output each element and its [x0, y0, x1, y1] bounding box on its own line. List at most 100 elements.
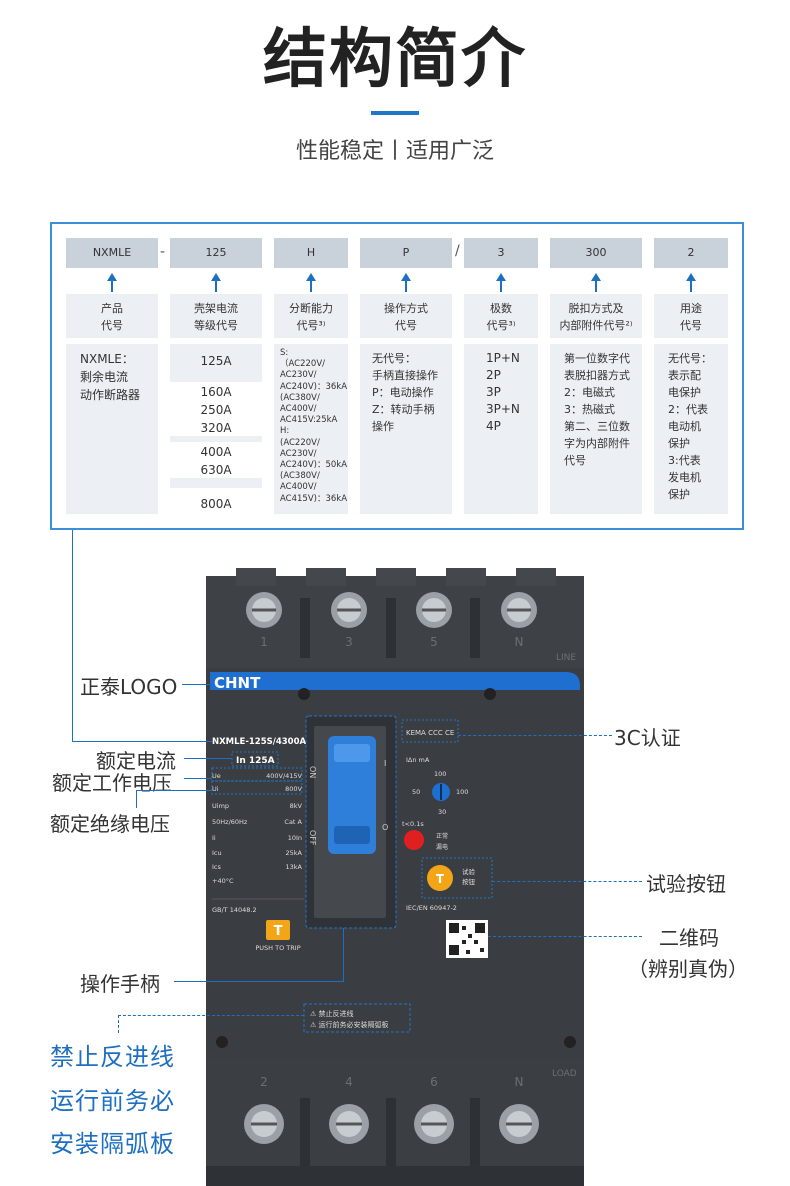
desc-line: AC415V:25kA — [280, 415, 338, 426]
brand-strip — [210, 672, 580, 690]
connector-line-dashed — [118, 1015, 119, 1033]
desc-line: AC240V)：36kA — [280, 381, 348, 392]
desc-line: AC400V/ — [280, 404, 317, 415]
desc-line: 剩余电流 — [80, 370, 129, 384]
warning-label-box — [303, 1003, 411, 1033]
svg-text:+40°C: +40°C — [212, 877, 234, 885]
code-box-1: NXMLE — [66, 238, 158, 268]
svg-text:50Hz/60Hz: 50Hz/60Hz — [212, 818, 248, 826]
push-to-trip-button — [266, 920, 290, 940]
code-desc-4: 无代号： 手柄直接操作 P：电动操作 Z：转动手柄 操作 — [360, 344, 452, 514]
desc-line: 代号 — [564, 454, 586, 467]
code-label-2: 壳架电流 等级代号 — [170, 294, 262, 338]
code-box-2: 125 — [170, 238, 262, 268]
desc-line: 无代号： — [668, 352, 712, 365]
desc-line: 保护 — [668, 437, 690, 450]
handle-label: 操作手柄 — [80, 972, 160, 996]
svg-text:Icu: Icu — [212, 849, 222, 857]
desc-line: AC400V/ — [280, 482, 317, 493]
code-label-5: 极数 代号³⁾ — [464, 294, 538, 338]
connector-line-dashed — [118, 1015, 304, 1016]
qr-label: 二维码 — [659, 926, 719, 950]
amp-160: 160A — [170, 382, 262, 400]
in-rating: In 125A — [236, 756, 275, 766]
code-desc-5: 1P+N 2P 3P 3P+N 4P — [464, 344, 538, 514]
desc-line: P：电动操作 — [372, 386, 434, 399]
arrow-up-icon — [496, 273, 506, 292]
arrow-up-icon — [401, 273, 411, 292]
svg-text:Ii: Ii — [212, 834, 216, 842]
cert-marks: KEMA CCC CE — [406, 729, 454, 737]
page-title: 结构简介 — [263, 23, 527, 97]
svg-text:正常: 正常 — [436, 832, 448, 840]
connector-line — [184, 778, 212, 779]
circuit-breaker-illustration: 1 3 5 N LINE CHNT NXMLE-125S/4300A In 12… — [206, 568, 584, 1186]
svg-text:按钮: 按钮 — [462, 877, 476, 886]
qr-note: （辨别真伪） — [628, 957, 748, 981]
svg-text:I: I — [384, 759, 386, 768]
code-label-1: 产品 代号 — [66, 294, 158, 338]
svg-text:Ue: Ue — [212, 772, 221, 780]
desc-line: 发电机 — [668, 471, 701, 484]
connector-line-dashed — [488, 936, 642, 937]
desc-line: Z：转动手柄 — [372, 403, 435, 416]
svg-text:T: T — [274, 924, 283, 939]
svg-text:Uimp: Uimp — [212, 802, 229, 810]
svg-text:2: 2 — [260, 1075, 268, 1089]
terminal-screw-icon — [244, 1104, 539, 1144]
desc-line: 3P+N — [486, 402, 520, 416]
connector-line — [343, 928, 344, 982]
desc-line: 保护 — [668, 488, 690, 501]
rated-current-label: 额定电流 — [96, 749, 176, 773]
desc-line: 无代号： — [372, 352, 416, 365]
svg-text:Cat A: Cat A — [284, 818, 302, 826]
amp-250: 250A — [170, 400, 262, 418]
svg-text:OFF: OFF — [308, 830, 317, 846]
desc-line: 表脱扣器方式 — [564, 369, 630, 382]
code-box-3: H — [274, 238, 348, 268]
desc-line: AC230V/ — [280, 370, 317, 381]
arrow-up-icon — [686, 273, 696, 292]
desc-line: 2：代表 — [668, 403, 708, 416]
svg-text:T: T — [436, 872, 445, 886]
warning-line-1: ⚠ 禁止反进线 — [310, 1009, 354, 1018]
desc-line: 2：电磁式 — [564, 386, 615, 399]
svg-text:t<0.1s: t<0.1s — [402, 820, 424, 828]
svg-text:25kA: 25kA — [286, 849, 303, 857]
code-box-4: P — [360, 238, 452, 268]
desc-line: 字为内部附件 — [564, 437, 630, 450]
code-label-3: 分断能力 代号³⁾ — [274, 294, 348, 338]
amp-800: 800A — [170, 488, 262, 516]
cert-label: 3C认证 — [614, 726, 681, 750]
svg-text:10In: 10In — [288, 834, 302, 842]
desc-line: S: — [280, 348, 289, 358]
desc-line: 表示配 — [668, 369, 701, 382]
code-desc-6: 第一位数字代 表脱扣器方式 2：电磁式 3：热磁式 第二、三位数 字为内部附件 … — [550, 344, 642, 514]
desc-line: (AC380V/ — [280, 392, 320, 403]
code-label-6: 脱扣方式及 内部附件代号²⁾ — [550, 294, 642, 338]
code-desc-1: NXMLE： 剩余电流 动作断路器 — [66, 344, 158, 514]
amp-125: 125A — [170, 348, 262, 374]
connector-line-dashed — [458, 735, 612, 736]
test-button — [427, 865, 453, 891]
code-box-6: 300 — [550, 238, 642, 268]
terminal-1: 1 — [260, 635, 268, 649]
warning-label-1: 禁止反进线 — [50, 1043, 175, 1071]
desc-line: 3P — [486, 385, 501, 399]
terminal-n: N — [515, 635, 524, 649]
qr-code-pattern — [449, 923, 485, 955]
connector-line — [136, 790, 137, 808]
desc-line: AC415V)：36kA — [280, 493, 348, 504]
rated-voltage-label: 额定工作电压 — [52, 771, 172, 795]
connector-line — [182, 684, 212, 685]
arrow-up-icon — [591, 273, 601, 292]
code-label-4: 操作方式 代号 — [360, 294, 452, 338]
push-to-trip-label: PUSH TO TRIP — [255, 944, 300, 952]
model-number: NXMLE-125S/4300A — [212, 737, 307, 747]
desc-line: 电动机 — [668, 420, 701, 433]
svg-text:30: 30 — [438, 808, 446, 816]
desc-line: 4P — [486, 419, 501, 433]
svg-text:试验: 试验 — [462, 867, 476, 876]
amp-630: 630A — [170, 460, 262, 478]
svg-text:LOAD: LOAD — [552, 1069, 577, 1079]
